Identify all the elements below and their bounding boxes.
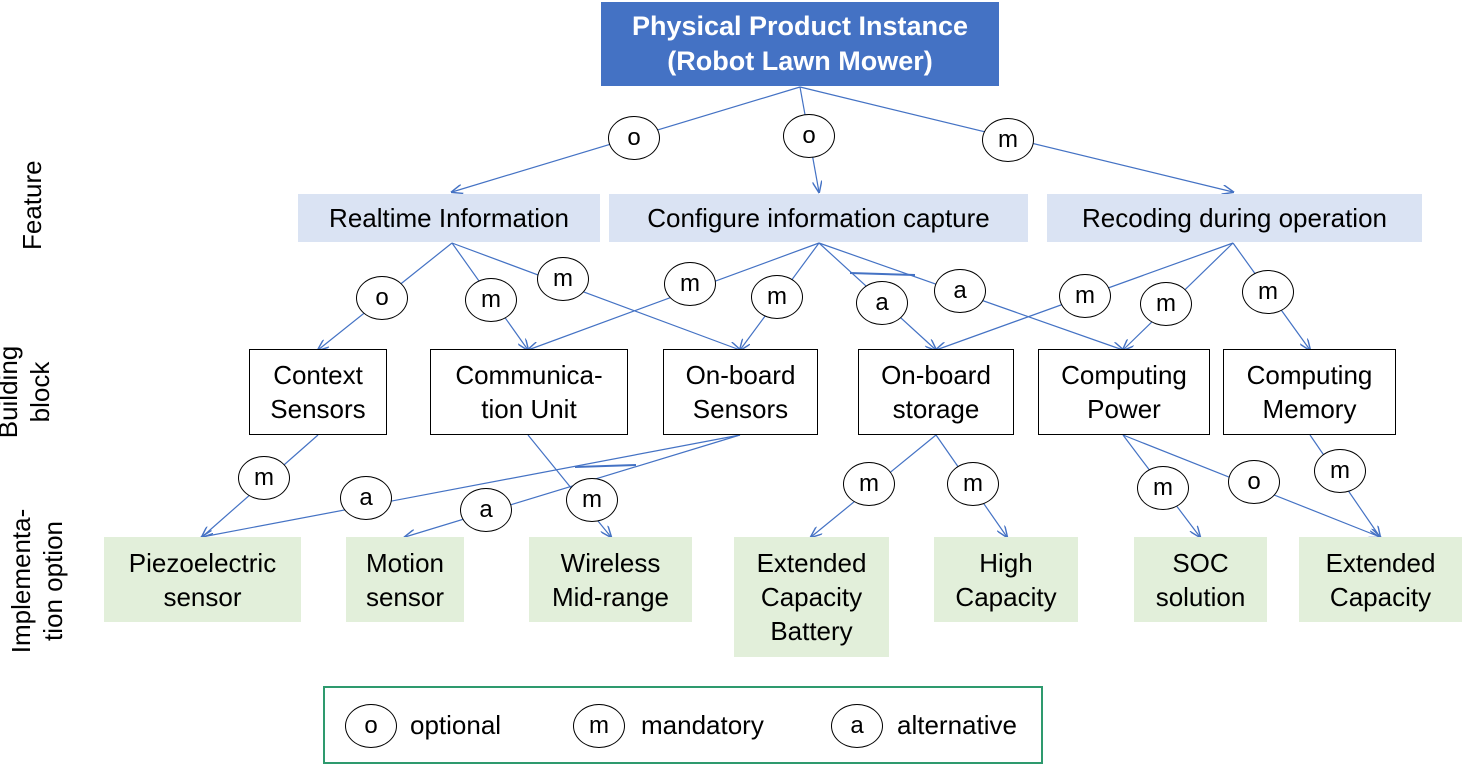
row-label-building-block: Building block [0, 342, 56, 442]
block-line: Computing [1246, 360, 1373, 390]
impl-line: sensor [365, 581, 445, 612]
legend-symbol-optional: o [345, 704, 397, 748]
block-line: Context [273, 360, 363, 390]
edge-label-circle: m [843, 462, 895, 506]
block-onboard-storage: On-board storage [858, 349, 1014, 435]
edge-label-circle: m [537, 257, 589, 301]
impl-line: sensor [163, 581, 242, 612]
edge-label-circle: m [947, 462, 999, 506]
edge-label-circle: a [856, 281, 908, 325]
impl-line: Extended [1325, 547, 1436, 578]
root-title-line2: (Robot Lawn Mower) [667, 46, 933, 76]
legend-symbol-alternative: a [831, 704, 883, 748]
edge-label-circle: o [608, 116, 660, 160]
impl-wireless-mid-range: Wireless Mid-range [529, 537, 692, 622]
impl-line: solution [1155, 581, 1246, 612]
row-label-building-block-line1: Building [0, 345, 23, 439]
edge-label-circle: a [340, 476, 392, 520]
impl-line: Capacity [955, 581, 1057, 612]
impl-soc-solution: SOC solution [1134, 537, 1267, 622]
impl-line: Piezoelectric [128, 547, 277, 578]
impl-piezoelectric-sensor: Piezoelectric sensor [104, 537, 301, 622]
impl-line: Capacity [1329, 581, 1432, 612]
edge-label-circle: a [460, 488, 512, 532]
block-line: Memory [1262, 394, 1357, 424]
edge-label-circle: o [1228, 460, 1280, 504]
edge-label-circle: m [465, 278, 517, 322]
impl-line: Extended [756, 548, 867, 578]
edge-label-circle: m [1059, 274, 1111, 318]
legend-label-optional: optional [410, 710, 502, 740]
edge-label-circle: m [751, 275, 803, 319]
impl-line: Capacity [760, 582, 863, 612]
impl-line: SOC [1172, 547, 1229, 578]
block-line: Sensors [692, 394, 789, 424]
block-line: Communica- [455, 360, 603, 390]
edge-label-circle: m [664, 262, 716, 306]
edge-label-circle: m [1140, 282, 1192, 326]
row-label-implementation-line1: Implementa- [6, 508, 36, 654]
edge-realtime-onboard-sensors [451, 242, 740, 350]
legend: o optional m mandatory a alternative [323, 686, 1043, 764]
block-line: tion Unit [481, 394, 577, 424]
edge-label-circle: m [1137, 466, 1189, 510]
alternative-arc-bottom [574, 464, 637, 468]
legend-label-mandatory: mandatory [641, 710, 764, 740]
block-computing-power: Computing Power [1038, 349, 1210, 435]
block-line: Sensors [270, 394, 366, 424]
edge-label-circle: o [356, 276, 408, 320]
impl-line: Battery [770, 616, 853, 646]
impl-line: High [979, 547, 1033, 578]
root-title-line1: Physical Product Instance [631, 11, 969, 41]
root-node: Physical Product Instance (Robot Lawn Mo… [601, 2, 999, 86]
row-label-building-block-line2: block [25, 361, 55, 423]
edge-label-circle: o [783, 114, 835, 158]
block-context-sensors: Context Sensors [249, 349, 387, 435]
alternative-arc-top [849, 272, 916, 276]
row-label-implementation-line2: tion option [38, 521, 68, 641]
legend-label-alternative: alternative [897, 710, 1017, 740]
block-line: Computing [1061, 360, 1187, 390]
impl-high-capacity: High Capacity [934, 537, 1078, 622]
feature-realtime-information: Realtime Information [298, 194, 600, 242]
row-label-feature: Feature [17, 160, 47, 250]
edge-label-circle: m [566, 478, 618, 522]
block-onboard-sensors: On-board Sensors [663, 349, 818, 435]
edge-label-circle: m [982, 118, 1034, 162]
impl-line: Mid-range [551, 581, 670, 612]
impl-line: Wireless [560, 547, 661, 578]
block-line: On-board [685, 360, 796, 390]
edge-label-circle: m [1242, 270, 1294, 314]
edge-label-circle: a [934, 269, 986, 313]
block-computing-memory: Computing Memory [1223, 349, 1396, 435]
block-line: storage [892, 394, 980, 424]
feature-recording-during-operation: Recoding during operation [1047, 194, 1422, 242]
impl-extended-capacity-battery: Extended Capacity Battery [734, 537, 889, 657]
legend-symbol-mandatory: m [573, 704, 625, 748]
block-communication-unit: Communica- tion Unit [430, 349, 628, 435]
block-line: Power [1087, 394, 1161, 424]
edge-onboard-piezo [202, 434, 741, 537]
block-line: On-board [881, 360, 991, 390]
edge-label-circle: m [1314, 449, 1366, 493]
impl-motion-sensor: Motion sensor [346, 537, 464, 622]
feature-configure-information-capture: Configure information capture [609, 194, 1028, 242]
row-label-implementation: Implementa- tion option [5, 506, 69, 656]
impl-extended-capacity: Extended Capacity [1299, 537, 1462, 622]
edge-label-circle: m [238, 456, 290, 500]
impl-line: Motion [365, 547, 445, 578]
